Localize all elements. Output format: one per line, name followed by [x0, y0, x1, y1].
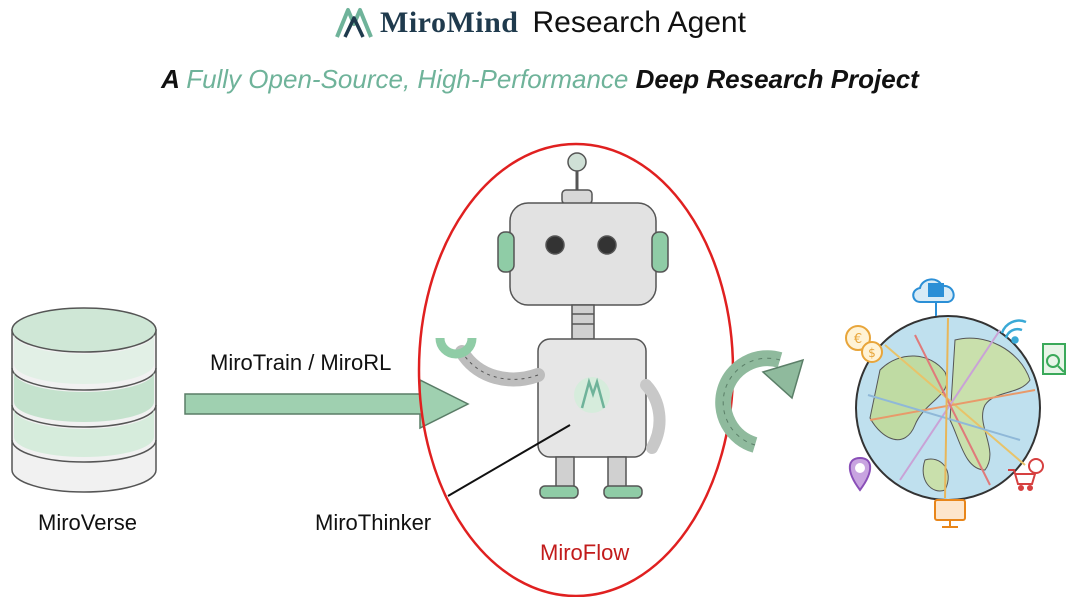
svg-text:$: $: [868, 346, 876, 360]
page-header: MiroMind Research Agent: [0, 6, 1080, 40]
miroverse-label: MiroVerse: [38, 510, 138, 535]
arrow-right-icon: [184, 378, 470, 430]
robot-icon: [435, 152, 669, 499]
training-label: MiroTrain / MiroRL: [210, 350, 392, 375]
location-pin-icon: [848, 456, 872, 492]
brand-suffix: Research Agent: [532, 6, 746, 39]
refresh-cycle-icon: [715, 350, 805, 453]
wifi-icon: [1000, 319, 1027, 344]
miroflow-label: MiroFlow: [540, 540, 630, 565]
miromind-logo-icon: [335, 8, 373, 38]
svg-text:€: €: [854, 332, 862, 347]
subtitle-highlight: Fully Open-Source, High-Performance: [186, 64, 629, 94]
mirothinker-label: MiroThinker: [315, 510, 432, 535]
document-search-icon: [1042, 343, 1066, 375]
database-icon: [11, 307, 157, 493]
shopping-cart-icon: [1008, 458, 1044, 491]
monitor-icon: [934, 499, 966, 528]
cloud-server-icon: [912, 278, 955, 316]
page-subtitle: A Fully Open-Source, High-Performance De…: [0, 64, 1080, 95]
globe-icon: [855, 315, 1041, 501]
brand-name: MiroMind: [380, 6, 519, 39]
subtitle-rest: Deep Research Project: [628, 64, 919, 94]
currency-exchange-icon: € $: [845, 325, 883, 363]
subtitle-prefix: A: [161, 64, 187, 94]
mirothinker-leader-line: [447, 424, 571, 497]
